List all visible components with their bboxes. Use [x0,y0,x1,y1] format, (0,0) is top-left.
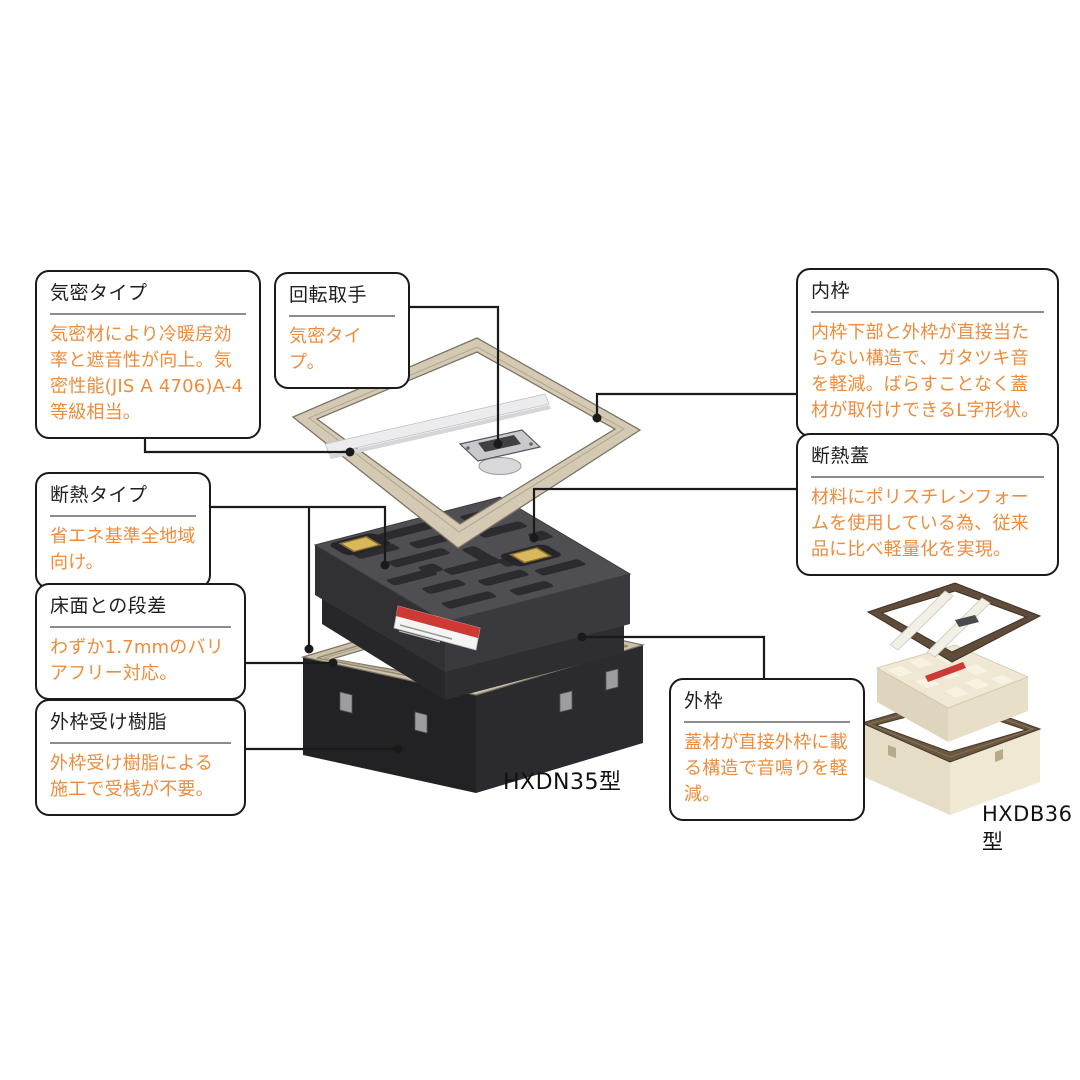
inner-frame [291,337,642,549]
model-label-hxdn35: HXDN35型 [503,770,622,795]
inner-frame-inner-edge [308,346,625,533]
mini-product-foam [875,644,1030,742]
leader-dot [529,533,539,543]
callout-title: 床面との段差 [50,594,231,628]
callout-body: わずか1.7mmのバリアフリー対応。 [50,636,224,684]
callout-floor-step: 床面との段差 わずか1.7mmのバリアフリー対応。 [35,583,246,700]
callout-outer-frame: 外枠 蓋材が直接外枠に載る構造で音鳴りを軽減。 [669,678,865,821]
callout-title: 外枠受け樹脂 [50,710,231,744]
leader-dot [592,413,602,423]
foam-left-face [315,545,445,672]
leader-dot [304,644,314,654]
callout-insulated-lid: 断熱蓋 材料にポリスチレンフォームを使用している為、従来品に比べ軽量化を実現。 [796,433,1059,576]
callout-title: 気密タイプ [50,281,246,315]
foam-latch [330,533,391,556]
callout-body: 内枠下部と外枠が直接当たらない構造で、ガタツキ音を軽減。ばらすことなく蓋材が取付… [811,321,1040,421]
leader-dot [328,658,338,668]
inner-frame-band [291,337,642,549]
mini-rail [889,590,954,651]
mini-handle [955,615,979,627]
mini-clip [888,745,896,758]
warning-label [393,605,481,651]
metal-clip [414,711,428,734]
callout-title: 内枠 [811,279,1044,313]
foam-lower-tier-right [445,621,624,700]
mini-product-frame [866,582,1042,663]
model-label-hxdb36: HXDB36型 [982,802,1073,854]
callout-title: 外枠 [684,689,850,723]
callout-title: 回転取手 [289,283,395,317]
leader-dot [345,447,355,457]
mini-clip [995,749,1003,762]
foam-right-face [445,574,630,672]
leader-dot [577,632,587,642]
callout-body: 材料にポリスチレンフォームを使用している為、従来品に比べ軽量化を実現。 [811,486,1029,560]
callout-airtight-type: 気密タイプ 気密材により冷暖房効率と遮音性が向上。気密性能(JIS A 4706… [35,270,261,440]
rotating-handle [458,429,542,475]
callout-body: 省エネ基準全地域向け。 [50,525,196,573]
outer-box-right-face [476,645,643,793]
mini-product [860,582,1042,815]
callout-body: 蓋材が直接外枠に載る構造で音鳴りを軽減。 [684,731,848,805]
callout-insulation-type: 断熱タイプ 省エネ基準全地域向け。 [35,472,211,589]
leader-line-inner-frame [595,392,796,418]
leader-line-insulated-lid [532,487,796,538]
mini-rail [926,597,991,658]
callout-title: 断熱蓋 [811,444,1044,478]
leader-dot [380,560,390,570]
callout-body: 外枠受け樹脂による施工で受桟が不要。 [50,752,214,800]
callout-inner-frame: 内枠 内枠下部と外枠が直接当たらない構造で、ガタツキ音を軽減。ばらすことなく蓋材… [796,268,1059,438]
leader-dot [393,744,403,754]
airtight-gasket-shadow [329,405,551,459]
callout-frame-resin: 外枠受け樹脂 外枠受け樹脂による施工で受桟が不要。 [35,699,246,816]
mini-red-label [925,662,966,682]
leader-line-rotating-handle [410,305,500,444]
metal-clip [559,690,573,713]
leader-line-outer-frame [582,635,766,678]
foam-latch [500,544,561,567]
foam-lower-tier-left [322,592,445,700]
leader-dot [493,439,503,449]
callout-body: 気密材により冷暖房効率と遮音性が向上。気密性能(JIS A 4706)A-4等級… [50,323,244,423]
insulated-foam-lid [313,496,632,700]
airtight-gasket-strip [324,393,550,455]
callout-body: 気密タイプ。 [289,325,362,373]
leader-dots [304,413,602,754]
callout-title: 断熱タイプ [50,483,196,517]
metal-clip [605,668,619,691]
leader-line-insulation-type [211,505,387,565]
metal-clip [339,691,353,714]
leader-lines [143,305,796,751]
callout-rotating-handle: 回転取手 気密タイプ。 [274,272,410,389]
